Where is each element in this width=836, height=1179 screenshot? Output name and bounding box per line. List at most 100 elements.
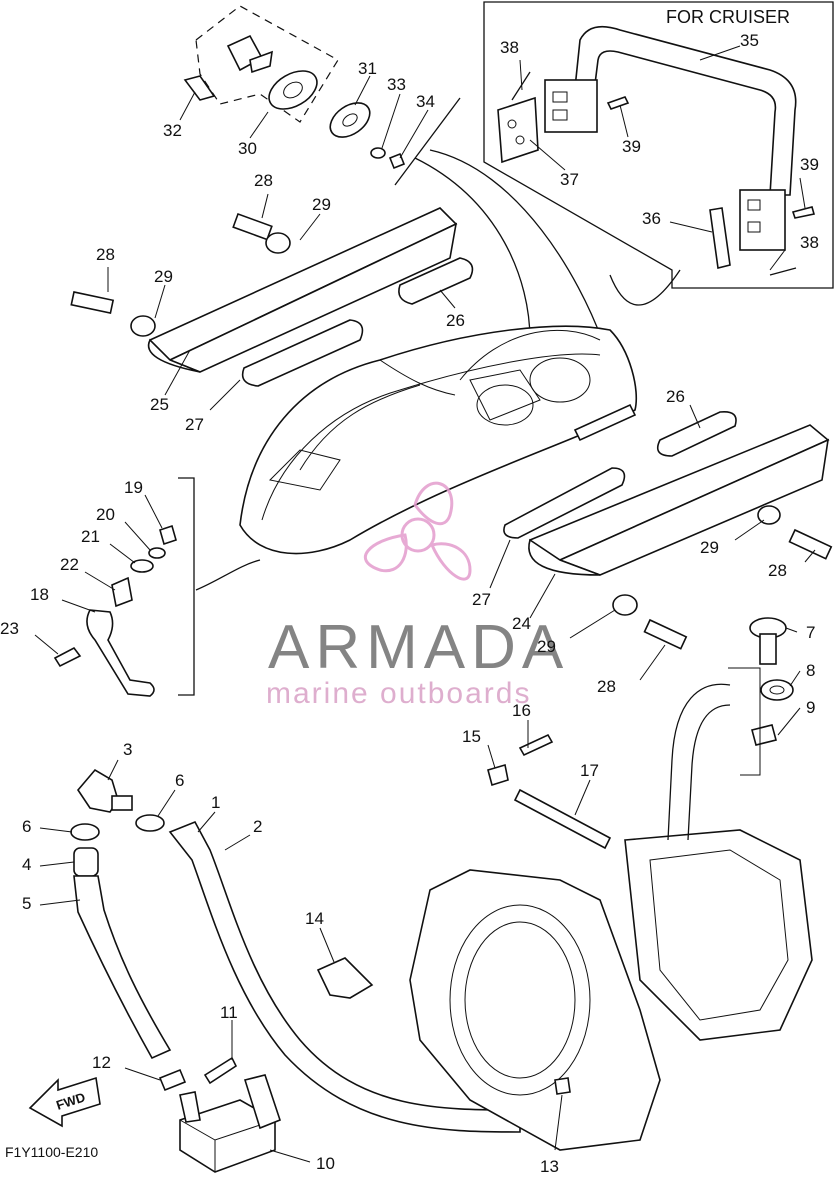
callout-28: 28 — [254, 171, 273, 190]
callout-19: 19 — [124, 478, 143, 497]
callout-26: 26 — [666, 387, 685, 406]
callout-5: 5 — [22, 894, 31, 913]
pin-11 — [203, 1056, 238, 1085]
fwd-arrow[interactable]: FWD — [28, 1076, 101, 1128]
nut-34 — [388, 152, 406, 170]
clip-15 — [487, 763, 509, 787]
callout-31: 31 — [358, 59, 377, 78]
callout-20: 20 — [96, 505, 115, 524]
bolt-22 — [111, 576, 133, 608]
screw-39-lower — [791, 206, 816, 219]
gasket-plate — [268, 70, 318, 110]
callout-10: 10 — [316, 1154, 335, 1173]
clip-9 — [751, 724, 777, 746]
callout-14: 14 — [305, 909, 324, 928]
screw-23 — [53, 646, 82, 668]
callout-11: 11 — [220, 1003, 238, 1022]
stay-27-b — [503, 467, 626, 539]
mount-plate-right — [709, 207, 731, 269]
callout-24: 24 — [512, 614, 531, 633]
grab-bar-bracket-upper — [544, 79, 598, 133]
nut-19 — [159, 524, 177, 546]
callout-27: 27 — [185, 415, 204, 434]
fitting-3-nozzle — [111, 795, 133, 811]
collar-29-b — [130, 315, 156, 337]
callout-22: 22 — [60, 555, 79, 574]
bolt-28-d — [643, 618, 688, 650]
inset-title: FOR CRUISER — [666, 7, 790, 27]
engine-mounting — [316, 683, 813, 1151]
gasket-31 — [329, 102, 371, 138]
callout-3: 3 — [123, 740, 132, 759]
callout-13: 13 — [540, 1157, 559, 1176]
callout-1: 1 — [211, 793, 220, 812]
bolt-28-b — [70, 291, 115, 314]
bolt-13 — [554, 1077, 571, 1095]
callout-29: 29 — [312, 195, 331, 214]
callout-18: 18 — [30, 585, 49, 604]
hose-joint-4 — [73, 847, 99, 877]
hull-body — [239, 325, 638, 555]
callout-29: 29 — [537, 637, 556, 656]
figure-code: F1Y1100-E210 — [5, 1144, 98, 1160]
collar-29-c — [757, 505, 781, 525]
callout-4: 4 — [22, 855, 31, 874]
callout-16: 16 — [512, 701, 531, 720]
watercraft-hull — [195, 269, 681, 591]
washer-33 — [370, 147, 386, 159]
callout-8: 8 — [806, 661, 815, 680]
callout-36: 36 — [642, 209, 661, 228]
grab-bar — [574, 25, 797, 196]
callout-32: 32 — [163, 121, 182, 140]
bracket-group-18 — [34, 477, 195, 697]
callout-9: 9 — [806, 698, 815, 717]
stay-27 — [241, 319, 364, 387]
callout-6: 6 — [175, 771, 184, 790]
electrical-box — [124, 1020, 311, 1173]
callout-6: 6 — [22, 817, 31, 836]
stay-26 — [398, 257, 474, 305]
mount-plate — [409, 869, 661, 1151]
callout-17: 17 — [580, 761, 599, 780]
callout-15: 15 — [462, 727, 481, 746]
cable-tie-17 — [513, 788, 612, 850]
callout-28: 28 — [597, 677, 616, 696]
callout-12: 12 — [92, 1053, 111, 1072]
washer-21 — [130, 559, 154, 573]
collar-29-a — [265, 232, 291, 254]
clamp-6-a — [70, 823, 100, 841]
hose-assembly — [39, 759, 566, 1133]
grab-bar-bracket-lower — [739, 189, 786, 251]
bracket-18 — [86, 609, 155, 697]
sponson-rail-upper — [70, 193, 474, 411]
bolt-28-c — [788, 528, 833, 560]
callout-33: 33 — [387, 75, 406, 94]
screw-39-upper — [606, 96, 630, 110]
watermark-brand: ARMADA — [268, 613, 569, 682]
watermark: ARMADA marine outboards — [266, 481, 569, 710]
callout-25: 25 — [150, 395, 169, 414]
callout-39: 39 — [622, 137, 641, 156]
stay-26-b — [656, 410, 737, 457]
mount-plate-left — [497, 96, 539, 164]
callout-29: 29 — [700, 538, 719, 557]
callout-39: 39 — [800, 155, 819, 174]
watermark-tagline: marine outboards — [266, 677, 531, 710]
callout-labels: 35 38 39 37 39 36 38 31 33 34 32 30 28 2… — [0, 31, 819, 1176]
sponson-rail-lower — [489, 404, 833, 681]
callout-28: 28 — [768, 561, 787, 580]
callout-34: 34 — [416, 92, 435, 111]
fwd-arrow-icon — [28, 1076, 101, 1128]
callout-28: 28 — [96, 245, 115, 264]
bolt-28-a — [232, 212, 273, 241]
rivet-16 — [518, 733, 554, 757]
small-fasteners — [487, 720, 612, 850]
callout-37: 37 — [560, 170, 579, 189]
inset-frame — [483, 1, 834, 289]
hose-5 — [73, 875, 172, 1060]
callout-21: 21 — [81, 527, 100, 546]
callout-35: 35 — [740, 31, 759, 50]
callout-30: 30 — [238, 139, 257, 158]
clip-14 — [316, 957, 374, 999]
